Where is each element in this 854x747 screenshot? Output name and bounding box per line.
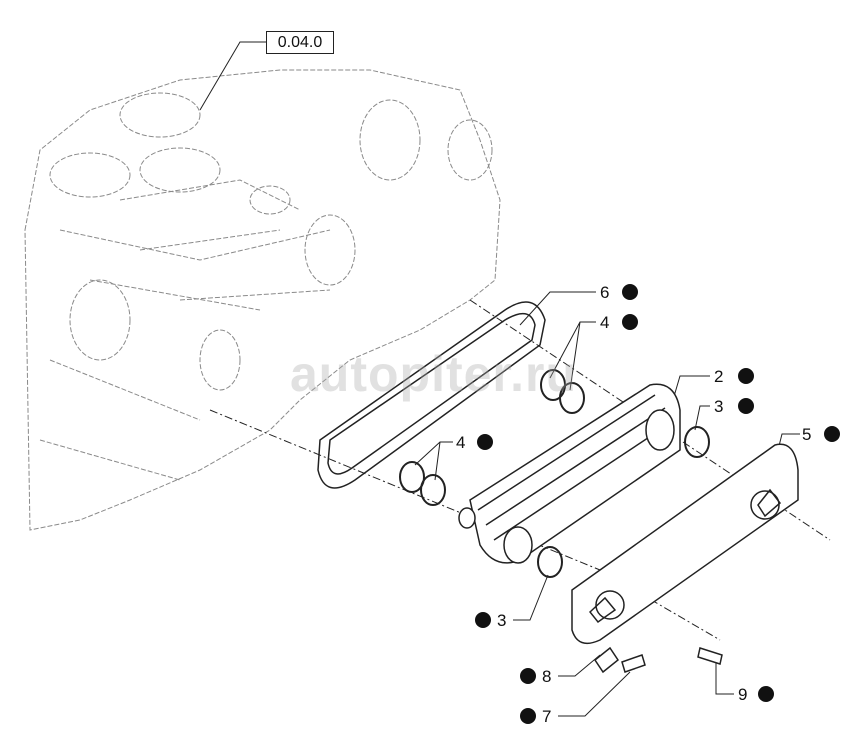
engine-block (24, 69, 501, 531)
bullet-icon (824, 426, 840, 442)
bullet-icon (738, 398, 754, 414)
bullet-icon (738, 368, 754, 384)
callout-2[interactable]: 2 (714, 367, 724, 386)
callout-3[interactable]: 3 (497, 611, 507, 630)
callout-4[interactable]: 4 (456, 433, 466, 452)
fasteners (593, 646, 723, 674)
bullet-icon (520, 708, 536, 724)
callout-5[interactable]: 5 (802, 425, 812, 444)
bullet-icon (477, 434, 493, 450)
callout-4[interactable]: 4 (600, 313, 610, 332)
bullet-icon (520, 668, 536, 684)
oil-cooler (458, 383, 681, 564)
bullet-icon (758, 686, 774, 702)
watermark: autopiter.ru (290, 346, 578, 402)
callout-6[interactable]: 6 (600, 283, 610, 302)
bullet-icon (622, 284, 638, 300)
callout-3[interactable]: 3 (714, 397, 724, 416)
bullet-icon (622, 314, 638, 330)
reference-label[interactable]: 0.04.0 (266, 31, 334, 54)
bullet-icon (475, 612, 491, 628)
callout-8[interactable]: 8 (542, 667, 552, 686)
gasket (317, 301, 546, 489)
o-rings (399, 369, 710, 578)
callout-9[interactable]: 9 (738, 685, 748, 704)
cover (571, 443, 799, 645)
callout-7[interactable]: 7 (542, 707, 552, 726)
